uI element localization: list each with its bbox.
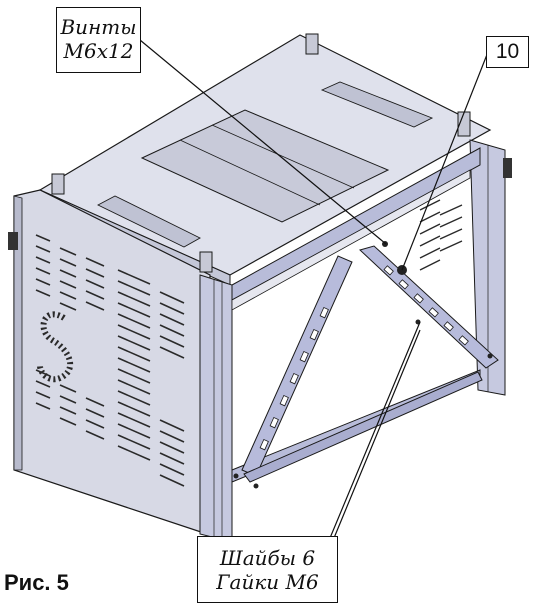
- callout-washers-line2: Гайки М6: [216, 570, 319, 594]
- figure-caption: Рис. 5: [4, 570, 69, 595]
- leader-line-washers-2: [333, 329, 421, 539]
- s-shaped-vent: [37, 311, 74, 383]
- leader-line-screws: [139, 39, 387, 245]
- ventilation-grille: [35, 234, 185, 487]
- callout-washers-nuts: Шайбы 6 Гайки М6: [197, 536, 338, 603]
- side-latch-left: [8, 232, 18, 250]
- brace-lower: [243, 371, 483, 483]
- side-latch-right: [503, 158, 512, 178]
- top-slot-left: [97, 195, 201, 248]
- rear-right-post: [469, 139, 506, 396]
- brace-holes: [259, 265, 469, 451]
- callout-washers-line1: Шайбы 6: [219, 546, 316, 570]
- leader-line-washers-1: [329, 321, 421, 539]
- top-slot-right: [320, 81, 434, 128]
- callout-screws-line2: М6х12: [63, 39, 134, 63]
- front-left-post: [199, 274, 233, 543]
- leader-line-item-10: [401, 51, 489, 271]
- callout-screws-line1: Винты: [60, 15, 137, 39]
- callout-screws: Винты М6х12: [56, 7, 141, 73]
- corner-feet: [51, 33, 471, 273]
- item-number-label: 10: [486, 36, 529, 68]
